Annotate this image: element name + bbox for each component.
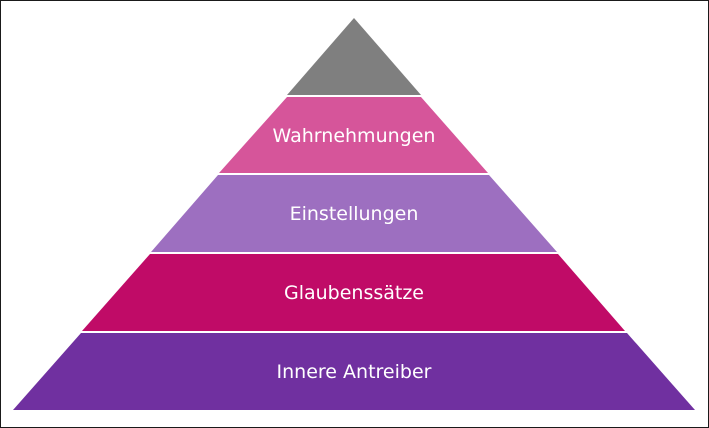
pyramid-label-wahrnehmungen: Wahrnehmungen (273, 125, 436, 147)
pyramid-layer-innere-antreiber (13, 333, 695, 410)
pyramid-label-einstellungen: Einstellungen (290, 203, 419, 225)
pyramid-layer-einstellungen (151, 175, 557, 252)
pyramid-layer-apex (287, 18, 421, 95)
pyramid-label-innere-antreiber: Innere Antreiber (277, 361, 432, 383)
pyramid-layer-glaubenssaetze (82, 254, 625, 331)
pyramid-layer-wahrnehmungen (219, 97, 488, 173)
pyramid-label-glaubenssaetze: Glaubenssätze (284, 282, 424, 304)
